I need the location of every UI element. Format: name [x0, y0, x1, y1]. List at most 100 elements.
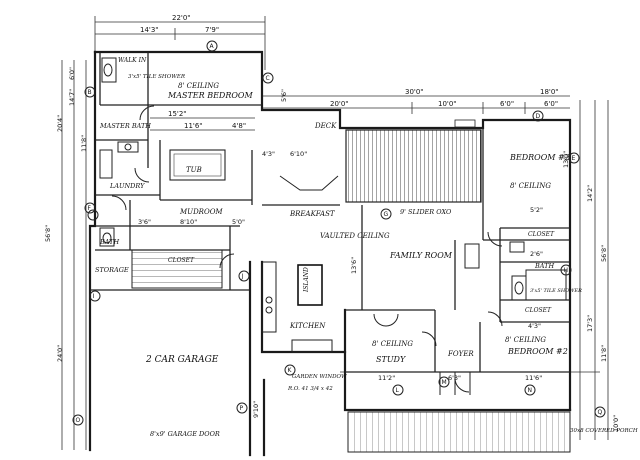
label-bath: BATH [99, 238, 119, 246]
label-study: STUDY [376, 355, 406, 364]
fixtures [87, 57, 567, 353]
front-porch [347, 411, 571, 453]
label-bedroom-3-ceiling: 8' CEILING [505, 336, 546, 344]
label-foyer: FOYER [447, 350, 474, 358]
svg-text:F: F [88, 205, 92, 212]
marker-o: O [72, 414, 84, 426]
dim-right-total: 18'0" [540, 88, 559, 96]
svg-text:A: A [210, 43, 215, 50]
dim-mid-b: 10'0" [438, 100, 457, 108]
svg-text:D: D [536, 113, 541, 120]
interior-walls [90, 52, 570, 373]
dim-top-b: 7'9" [205, 26, 219, 34]
marker-d: D [532, 110, 544, 122]
label-closet-b3: CLOSET [525, 307, 552, 314]
dim-mid-a: 20'0" [330, 100, 349, 108]
label-master-ceiling: 8' CEILING [178, 82, 219, 90]
label-deck: DECK [314, 122, 337, 130]
svg-text:L: L [396, 387, 400, 394]
label-rough-opening: R.O. 41 3/4 x 42 [287, 386, 333, 392]
label-master-shower: 3'x5' TILE SHOWER [128, 74, 185, 80]
label-bedroom-2-ceiling: 8' CEILING [510, 182, 551, 190]
svg-text:K: K [288, 367, 293, 374]
label-study-ceiling: 8' CEILING [372, 340, 413, 348]
marker-i: I [89, 290, 101, 302]
label-garden-window: GARDEN WINDOW [292, 374, 348, 380]
label-bedroom-2: BEDROOM #2 [509, 153, 570, 162]
dim-top-a: 14'3" [140, 26, 159, 34]
dim-right-outer2: 11'8" [600, 345, 608, 362]
svg-text:I: I [93, 293, 95, 300]
dim-left-b: 14'7" [68, 89, 76, 106]
dim-master-w3: 4'8" [232, 122, 246, 130]
dimension-labels: 22'0" 14'3" 7'9" 30'0" 20'0" 10'0" 18'0"… [44, 14, 620, 432]
dim-foyer-w: 6'3" [448, 374, 461, 382]
label-garage: 2 CAR GARAGE [145, 355, 219, 365]
dim-small-f: 9'10" [252, 401, 260, 418]
dim-small-e: 8'10" [180, 218, 197, 226]
dim-left-d: 24'0" [56, 345, 64, 362]
dim-small-a: 4'3" [262, 150, 275, 158]
marker-a: A [206, 40, 218, 52]
label-tub: TUB [186, 166, 202, 174]
label-covered-porch: 30x8 COVERED PORCH [570, 428, 638, 434]
dim-small-i: 4'3" [528, 322, 541, 330]
window-markers: A B C D E F G H I J K L M N O P Q [72, 40, 606, 426]
deck [345, 119, 482, 203]
dim-small-j: 5'6" [280, 89, 288, 102]
dim-left-a: 20'4" [56, 115, 64, 132]
svg-text:M: M [442, 379, 447, 386]
marker-e: E [568, 152, 580, 164]
label-vaulted-ceiling: VAULTED CEILING [320, 232, 390, 240]
marker-j: J [238, 270, 250, 282]
dim-bed3-h: 17'3" [586, 315, 594, 332]
marker-f: F [84, 202, 96, 214]
dim-left-c: 11'8" [80, 135, 88, 152]
dim-small-h: 2'6" [530, 250, 543, 258]
svg-text:G: G [384, 211, 389, 218]
dim-small-d: 3'6" [138, 218, 151, 226]
label-bedroom-3: BEDROOM #2 [507, 347, 568, 356]
marker-c: C [262, 72, 274, 84]
marker-n: N [524, 384, 536, 396]
svg-text:Q: Q [598, 409, 603, 416]
dim-right-outer3: 10'0" [612, 415, 620, 432]
marker-g: G [380, 208, 392, 220]
dim-mid-total: 30'0" [405, 88, 424, 96]
marker-l: L [392, 384, 404, 396]
label-shower-2: 3'x5' TILE SHOWER [530, 288, 582, 294]
label-master-bedroom: MASTER BEDROOM [167, 91, 253, 100]
label-bath-2: BATH [534, 262, 554, 270]
label-family-room: FAMILY ROOM [389, 251, 453, 260]
label-laundry: LAUNDRY [109, 182, 145, 190]
svg-text:C: C [266, 75, 270, 82]
svg-text:H: H [564, 267, 569, 274]
label-storage: STORAGE [95, 266, 129, 274]
label-master-bath: MASTER BATH [99, 122, 151, 130]
marker-p: P [236, 402, 248, 414]
label-slider: 9' SLIDER OXO [400, 208, 452, 216]
svg-text:N: N [528, 387, 533, 394]
label-garage-door: 8'x9' GARAGE DOOR [150, 430, 220, 438]
dim-small-b: 6'10" [290, 150, 307, 158]
label-walk-in-closet: WALK IN [118, 57, 147, 64]
marker-b: B [84, 86, 96, 98]
dim-right-b: 6'0" [544, 100, 558, 108]
label-closet-b2: CLOSET [528, 231, 555, 238]
label-closet-hall: CLOSET [168, 257, 195, 264]
dim-bed2-h2: 14'2" [586, 185, 594, 202]
room-labels: WALK IN 3'x5' TILE SHOWER 8' CEILING MAS… [95, 57, 638, 438]
svg-text:P: P [240, 405, 244, 412]
marker-k: K [284, 364, 296, 376]
dim-small-c: 5'0" [232, 218, 245, 226]
dim-master-w2: 11'6" [184, 122, 203, 130]
label-island: ISLAND [303, 267, 310, 293]
doors [111, 105, 503, 395]
dim-right-outer: 56'8" [600, 245, 608, 262]
dim-study-w: 11'2" [378, 374, 395, 382]
dim-small-g: 5'2" [530, 206, 543, 214]
marker-q: Q [594, 406, 606, 418]
svg-text:E: E [572, 155, 576, 162]
svg-text:J: J [241, 273, 244, 280]
dim-master-w: 15'2" [168, 110, 187, 118]
